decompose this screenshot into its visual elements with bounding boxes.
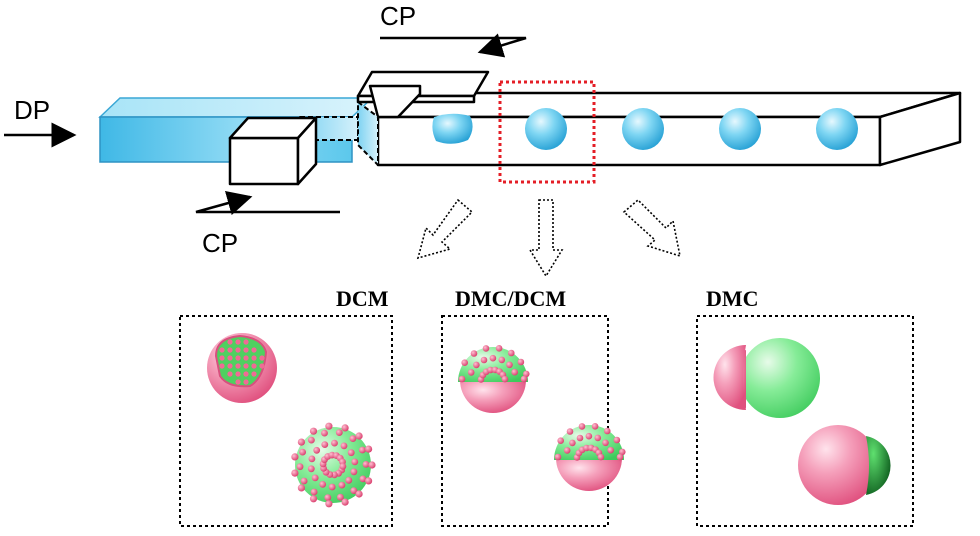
panel-dmc-dcm: DMC/DCM xyxy=(441,286,626,527)
dp-label: DP xyxy=(14,95,50,125)
arrow-right xyxy=(622,198,682,258)
dmc-janus-1-green xyxy=(740,338,820,418)
panel-dcm-title: DCM xyxy=(336,286,389,311)
cp-bottom-label: CP xyxy=(202,228,238,258)
channel-droplet xyxy=(525,108,567,150)
dmc-janus-2-pink xyxy=(798,425,878,505)
panel-dmc: DMC xyxy=(696,286,914,527)
panel-dmc-dcm-title: DMC/DCM xyxy=(455,286,566,311)
cp-bottom-arrow: CP xyxy=(195,190,340,258)
channel-droplet xyxy=(816,108,858,150)
droplet-row xyxy=(525,108,858,150)
cp-top-arrow: CP xyxy=(380,1,527,58)
channel-droplet xyxy=(622,108,664,150)
cp-top-label: CP xyxy=(380,1,416,31)
lower-cp-inlet xyxy=(228,101,379,186)
arrow-left xyxy=(416,198,474,260)
forming-droplet xyxy=(432,113,473,144)
channel-droplet xyxy=(719,108,761,150)
panel-dmc-title: DMC xyxy=(706,286,759,311)
dcm-dotted-particle xyxy=(295,427,371,503)
arrow-down xyxy=(528,199,564,278)
panel-dcm: DCM xyxy=(179,286,393,527)
zoom-box xyxy=(498,80,596,184)
dotted-arrows xyxy=(416,198,682,278)
upper-cp-inlet xyxy=(356,70,490,119)
dp-arrow: DP xyxy=(4,95,77,148)
